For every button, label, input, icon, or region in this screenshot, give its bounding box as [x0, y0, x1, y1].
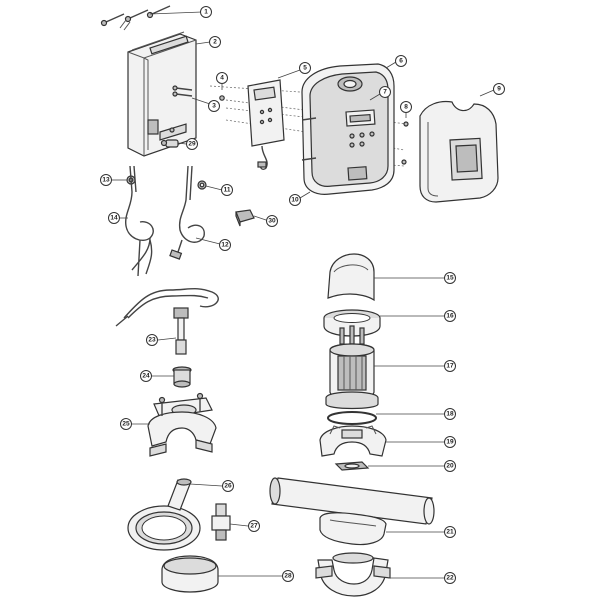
svg-text:20: 20 [446, 463, 454, 470]
callout-9: 9 [493, 83, 505, 95]
callout-22: 22 [444, 572, 456, 584]
part-lower-clamp-21 [319, 512, 387, 546]
svg-text:18: 18 [446, 411, 454, 418]
svg-text:9: 9 [497, 86, 501, 93]
part-saddle-clamp [147, 392, 217, 457]
callout-8: 8 [400, 101, 412, 113]
part-flow-sensor [115, 288, 219, 355]
callout-24: 24 [140, 370, 152, 382]
part-screw-4 [219, 95, 225, 101]
svg-text:2: 2 [213, 39, 217, 46]
callout-21: 21 [444, 526, 456, 538]
callout-29: 29 [186, 138, 198, 150]
callout-2: 2 [209, 36, 221, 48]
part-cable-12 [169, 165, 205, 260]
svg-text:10: 10 [291, 197, 299, 204]
part-fitting-24 [172, 366, 192, 388]
callout-27: 27 [248, 520, 260, 532]
callout-25: 25 [120, 418, 132, 430]
callout-18: 18 [444, 408, 456, 420]
part-power-supply [127, 31, 197, 157]
svg-text:4: 4 [220, 75, 224, 82]
part-pipe [269, 477, 435, 525]
callout-3: 3 [208, 100, 220, 112]
svg-text:27: 27 [250, 523, 258, 530]
leader-lines [112, 11, 495, 579]
callout-7: 7 [379, 86, 391, 98]
callout-4: 4 [216, 72, 228, 84]
part-gasket-20 [334, 461, 370, 471]
part-screws-3 [172, 85, 193, 97]
svg-text:24: 24 [142, 373, 150, 380]
svg-text:12: 12 [221, 242, 229, 249]
svg-text:13: 13 [102, 177, 110, 184]
callout-14: 14 [108, 212, 120, 224]
part-screw-8 [401, 121, 409, 165]
part-ring-wrench [127, 478, 201, 551]
part-lower-saddle-22 [315, 552, 391, 597]
svg-text:23: 23 [148, 337, 156, 344]
svg-text:28: 28 [284, 573, 292, 580]
svg-text:16: 16 [446, 313, 454, 320]
part-cell-saddle-19 [319, 425, 387, 457]
part-fitting-27 [211, 503, 231, 541]
callout-26: 26 [222, 480, 234, 492]
svg-text:14: 14 [110, 215, 118, 222]
callout-28: 28 [282, 570, 294, 582]
svg-text:19: 19 [446, 439, 454, 446]
part-front-cover [419, 100, 499, 203]
svg-text:21: 21 [446, 529, 454, 536]
callout-11: 11 [221, 184, 233, 196]
part-main-housing [301, 63, 395, 195]
callout-17: 17 [444, 360, 456, 372]
svg-text:17: 17 [446, 363, 454, 370]
part-cell-cap-15 [327, 253, 375, 302]
svg-text:5: 5 [303, 65, 307, 72]
callout-20: 20 [444, 460, 456, 472]
svg-text:15: 15 [446, 275, 454, 282]
callout-13: 13 [100, 174, 112, 186]
callout-23: 23 [146, 334, 158, 346]
svg-text:7: 7 [383, 89, 387, 96]
svg-text:3: 3 [212, 103, 216, 110]
svg-text:22: 22 [446, 575, 454, 582]
callout-6: 6 [395, 55, 407, 67]
callout-19: 19 [444, 436, 456, 448]
svg-text:25: 25 [122, 421, 130, 428]
part-cap-28 [161, 555, 219, 593]
svg-text:29: 29 [188, 141, 196, 148]
svg-text:1: 1 [204, 9, 208, 16]
part-connector-29 [160, 139, 179, 148]
svg-text:26: 26 [224, 483, 232, 490]
callout-12: 12 [219, 239, 231, 251]
part-mounting-screws [100, 5, 171, 31]
part-cable-14 [124, 165, 154, 277]
svg-text:11: 11 [224, 187, 231, 194]
svg-text:6: 6 [399, 58, 403, 65]
svg-text:30: 30 [268, 218, 276, 225]
part-cable-glands [126, 175, 207, 190]
callout-15: 15 [444, 272, 456, 284]
callout-16: 16 [444, 310, 456, 322]
part-o-ring-18 [327, 411, 377, 425]
callout-5: 5 [299, 62, 311, 74]
part-control-board [247, 79, 285, 171]
part-electrolytic-cell-17 [325, 325, 379, 410]
callout-10: 10 [289, 194, 301, 206]
callout-30: 30 [266, 215, 278, 227]
callout-1: 1 [200, 6, 212, 18]
svg-text:8: 8 [404, 104, 408, 111]
part-connector-30 [235, 209, 255, 227]
